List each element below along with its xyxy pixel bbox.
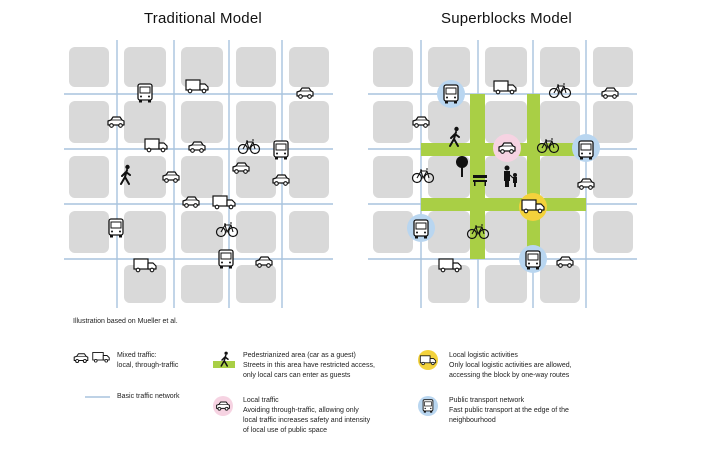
- bus-blue-icon: [418, 396, 438, 416]
- legend-mixed-traffic-desc: local, through-traffic: [117, 362, 179, 369]
- legend-pedestrian-desc1: Streets in this area have restricted acc…: [243, 362, 375, 369]
- illustration-credit: Illustration based on Mueller et al.: [73, 318, 178, 325]
- truck-yellow-icon: [418, 350, 438, 370]
- legend-local-traffic-desc3: of local use of public space: [243, 427, 328, 434]
- superblocks-model-map: [368, 40, 637, 308]
- superblocks-blocks: [373, 47, 633, 303]
- legend-local-traffic: Local traffic Avoiding through-traffic, …: [243, 396, 370, 436]
- legend-mixed-traffic: Mixed traffic: local, through-traffic: [117, 351, 178, 371]
- legend-mixed-traffic-title: Mixed traffic:: [117, 352, 157, 359]
- traditional-blocks: [69, 47, 329, 303]
- legend-local-traffic-title: Local traffic: [243, 397, 279, 404]
- legend-basic-network-title: Basic traffic network: [117, 393, 180, 400]
- legend-pedestrian-desc2: only local cars can enter as guests: [243, 372, 351, 379]
- title-superblocks-model: Superblocks Model: [441, 10, 572, 27]
- legend-logistic: Local logistic activities Only local log…: [449, 351, 572, 381]
- legend-transport: Public transport network Fast public tra…: [449, 396, 569, 426]
- legend-logistic-desc1: Only local logistic activities are allow…: [449, 362, 572, 369]
- legend-local-traffic-desc2: local traffic increases safety and inten…: [243, 417, 371, 424]
- title-traditional-model: Traditional Model: [144, 10, 262, 27]
- traditional-road-lines: [64, 40, 333, 308]
- legend-pedestrian-title: Pedestrianized area (car as a guest): [243, 352, 356, 359]
- car-truck-icon: [73, 352, 110, 364]
- car-pink-icon: [213, 396, 233, 416]
- legend-transport-desc1: Fast public transport at the edge of the: [449, 407, 569, 414]
- legend-pedestrian: Pedestrianized area (car as a guest) Str…: [243, 351, 375, 381]
- legend-transport-title: Public transport network: [449, 397, 525, 404]
- legend-logistic-title: Local logistic activities: [449, 352, 518, 359]
- legend-local-traffic-desc1: Avoiding through-traffic, allowing only: [243, 407, 359, 414]
- legend-basic-network: Basic traffic network: [117, 392, 180, 402]
- traditional-model-map: [64, 40, 333, 308]
- pedestrian-icon: [213, 350, 235, 368]
- legend-logistic-desc2: accessing the block by one-way routes: [449, 372, 570, 379]
- legend-transport-desc2: neighbourhood: [449, 417, 496, 424]
